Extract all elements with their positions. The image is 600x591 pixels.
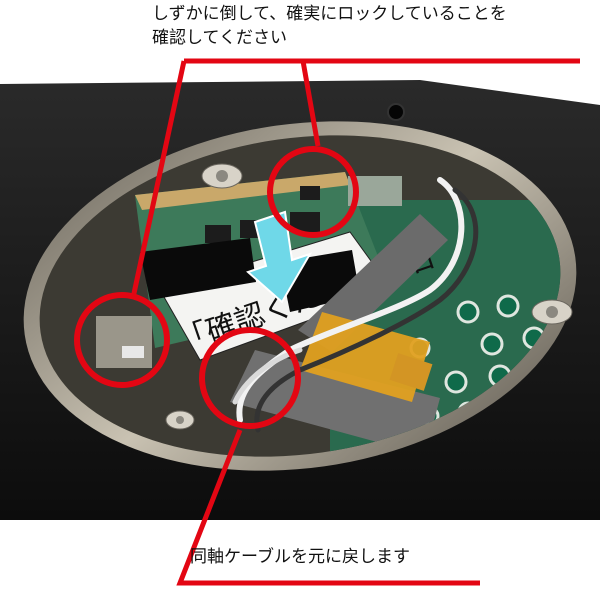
callout-lines-bottom <box>176 429 480 586</box>
foam-lower <box>230 350 440 455</box>
left-latch <box>96 316 152 368</box>
callout-circle-left-latch <box>74 292 170 388</box>
instruction-caption-top: しずかに倒して、確実にロックしていることを 確認してください <box>152 2 507 50</box>
screw-upper-left <box>201 163 243 189</box>
callout-lines-top <box>130 58 580 299</box>
memory-gold-edge <box>135 172 350 210</box>
instruction-caption-line2: 確認してください <box>152 28 287 48</box>
screws <box>165 163 573 430</box>
downward-arrow-icon <box>246 210 313 304</box>
callout-circle-top-latch <box>267 146 359 238</box>
callout-circle-cable <box>199 327 301 429</box>
black-strip-left <box>140 238 256 300</box>
screw-right <box>531 299 573 325</box>
connector-pad <box>389 353 433 391</box>
instruction-caption-line1: しずかに倒して、確実にロックしていることを <box>152 4 507 24</box>
lower-white-area <box>0 520 600 591</box>
callout-circles <box>74 146 359 429</box>
screw-hole-top <box>387 103 405 121</box>
screw-lower-left <box>165 410 195 430</box>
instruction-caption-bottom: 同軸ケーブルを元に戻します <box>190 547 410 567</box>
